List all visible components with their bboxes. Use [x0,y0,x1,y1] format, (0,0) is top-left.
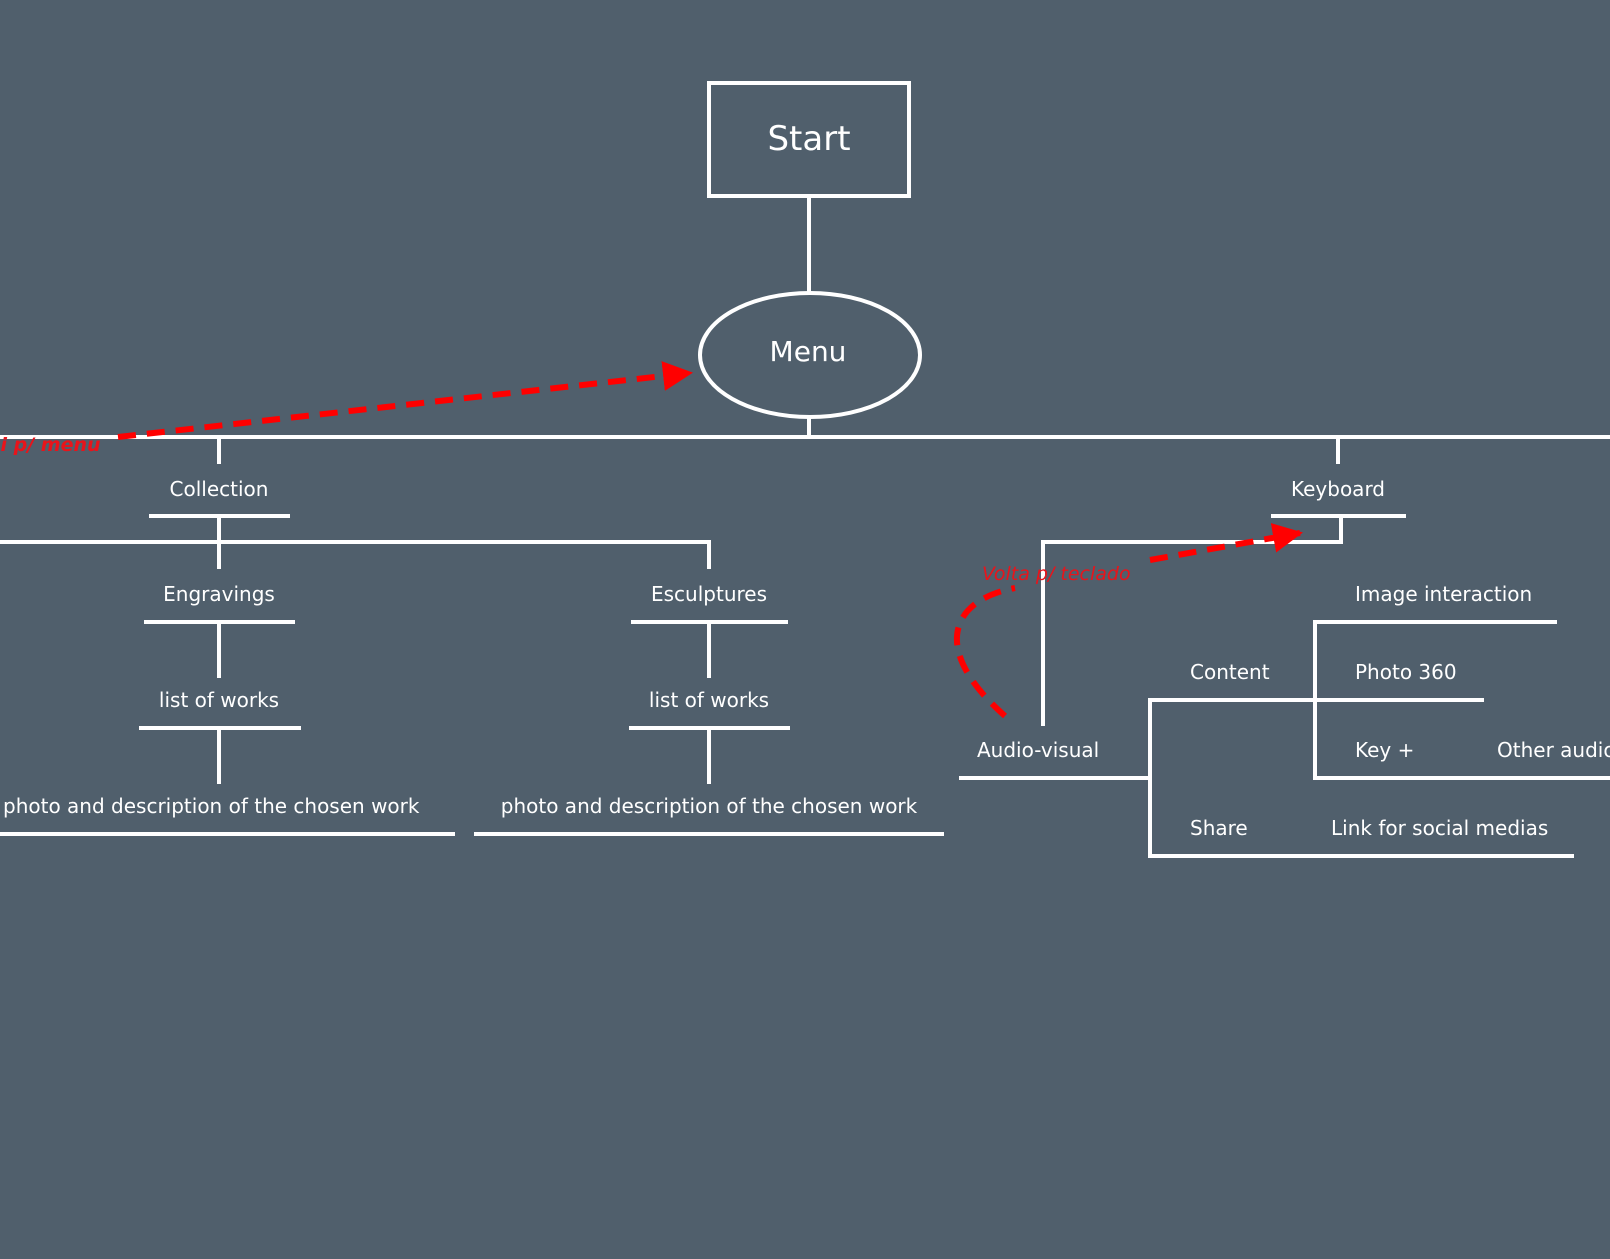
esculptures-node: Esculptures [650,582,768,606]
collection-node: Collection [169,477,269,501]
menu-node: Menu [769,335,847,368]
start-node: Start [767,119,851,159]
key-plus-node: Key + [1355,738,1415,762]
engravings-node: Engravings [163,582,275,606]
back-to-keyboard-arrow [953,533,1300,719]
image-interaction-node: Image interaction [1355,582,1533,606]
audio-visual-node: Audio-visual [977,738,1100,762]
content-options-bracket [1313,620,1610,780]
esculptures-detail-node: photo and description of the chosen work [500,794,918,818]
other-audio-node: Other audio [1497,738,1610,762]
back-to-keyboard-annotation: Volta p/ teclado [982,563,1131,585]
back-to-menu-arrow [117,361,693,440]
esculptures-list-node: list of works [648,688,770,712]
social-link-node: Link for social medias [1331,816,1549,840]
share-node: Share [1190,816,1248,840]
keyboard-to-audiovisual-link [1041,514,1343,726]
engravings-list-node: list of works [158,688,280,712]
content-node: Content [1190,660,1270,684]
engravings-detail-node: photo and description of the chosen work [3,794,420,818]
back-to-menu-annotation: Sai p/ menu [0,434,101,456]
keyboard-node: Keyboard [1290,477,1386,501]
photo-360-node: Photo 360 [1355,660,1457,684]
